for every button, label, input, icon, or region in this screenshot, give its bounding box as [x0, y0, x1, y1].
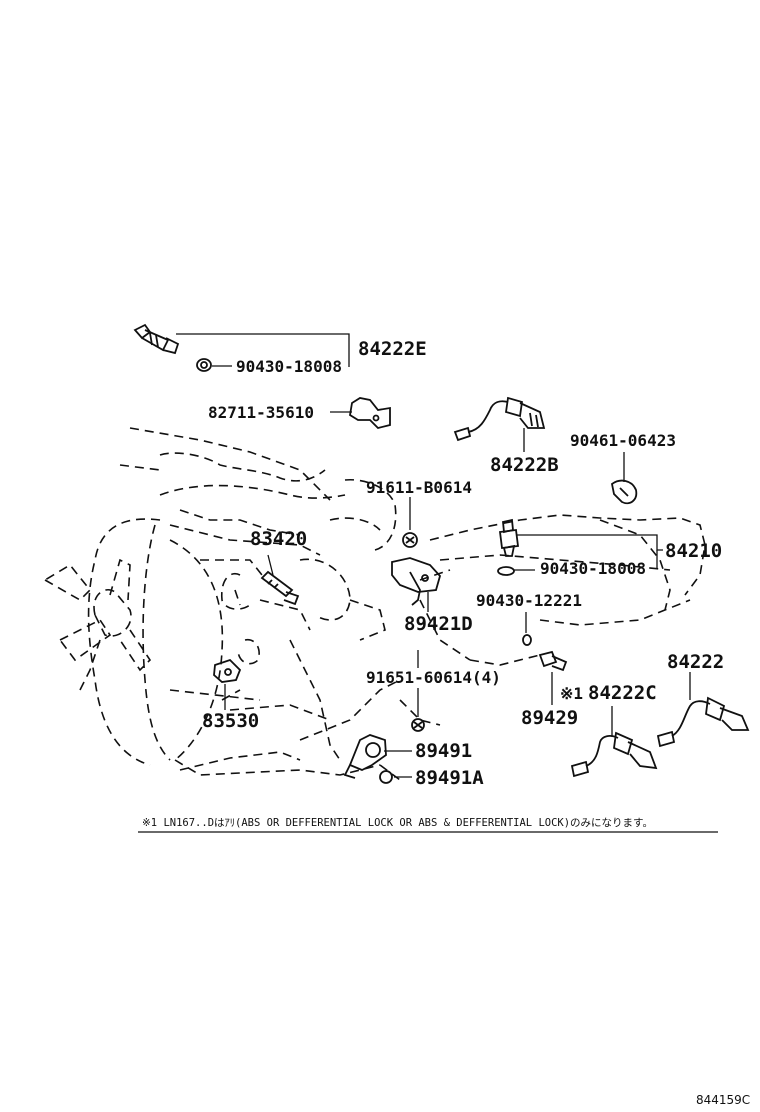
label-90430-18008-top: 90430-18008	[236, 357, 342, 376]
label-89491A: 89491A	[415, 767, 484, 789]
label-90430-12221: 90430-12221	[476, 591, 582, 610]
gasket-icon	[196, 358, 212, 372]
clip-90461-icon	[611, 479, 638, 505]
rotor-89491-icon	[343, 734, 387, 779]
sensor-89421D-icon	[391, 557, 442, 606]
label-84210: 84210	[665, 540, 722, 562]
sensor-89429-icon	[538, 650, 568, 672]
label-89429: 89429	[521, 707, 578, 729]
label-90461-06423: 90461-06423	[570, 431, 676, 450]
label-82711-35610: 82711-35610	[208, 403, 314, 422]
footnote: ※1 LN167..Dはｱﾘ(ABS OR DEFFERENTIAL LOCK …	[142, 817, 653, 829]
bolt-91651-icon	[411, 718, 425, 732]
switch-84210-icon	[498, 518, 520, 557]
label-90430-18008-mid: 90430-18008	[540, 559, 646, 578]
label-91611-B0614: 91611-B0614	[366, 478, 472, 497]
sensor-84222B-icon	[453, 396, 546, 442]
label-83530: 83530	[202, 710, 259, 732]
switch-84222E-icon	[133, 323, 180, 355]
label-84222C: 84222C	[588, 682, 657, 704]
label-84222C-mark: ※1	[560, 684, 583, 703]
label-91651-60614: 91651-60614(4)	[366, 668, 501, 687]
rotor-ring-icon	[379, 770, 393, 784]
leader-lines	[176, 333, 691, 778]
label-83420: 83420	[250, 528, 307, 550]
sensor-83530-icon	[213, 658, 242, 683]
gasket-small-icon	[522, 634, 532, 646]
label-84222E: 84222E	[358, 338, 427, 360]
switch-83420-icon	[260, 570, 300, 606]
washer-icon	[497, 566, 515, 576]
fan-outline	[43, 558, 152, 691]
label-84222B: 84222B	[490, 454, 559, 476]
label-89491: 89491	[415, 740, 472, 762]
bolt-91611-icon	[402, 532, 418, 548]
label-89421D: 89421D	[404, 613, 473, 635]
sensor-84222C-icon	[570, 731, 658, 778]
sensor-84222-icon	[656, 696, 750, 748]
clamp-82711-icon	[349, 397, 391, 429]
figure-id: 844159C	[696, 1093, 750, 1107]
label-84222: 84222	[667, 651, 724, 673]
